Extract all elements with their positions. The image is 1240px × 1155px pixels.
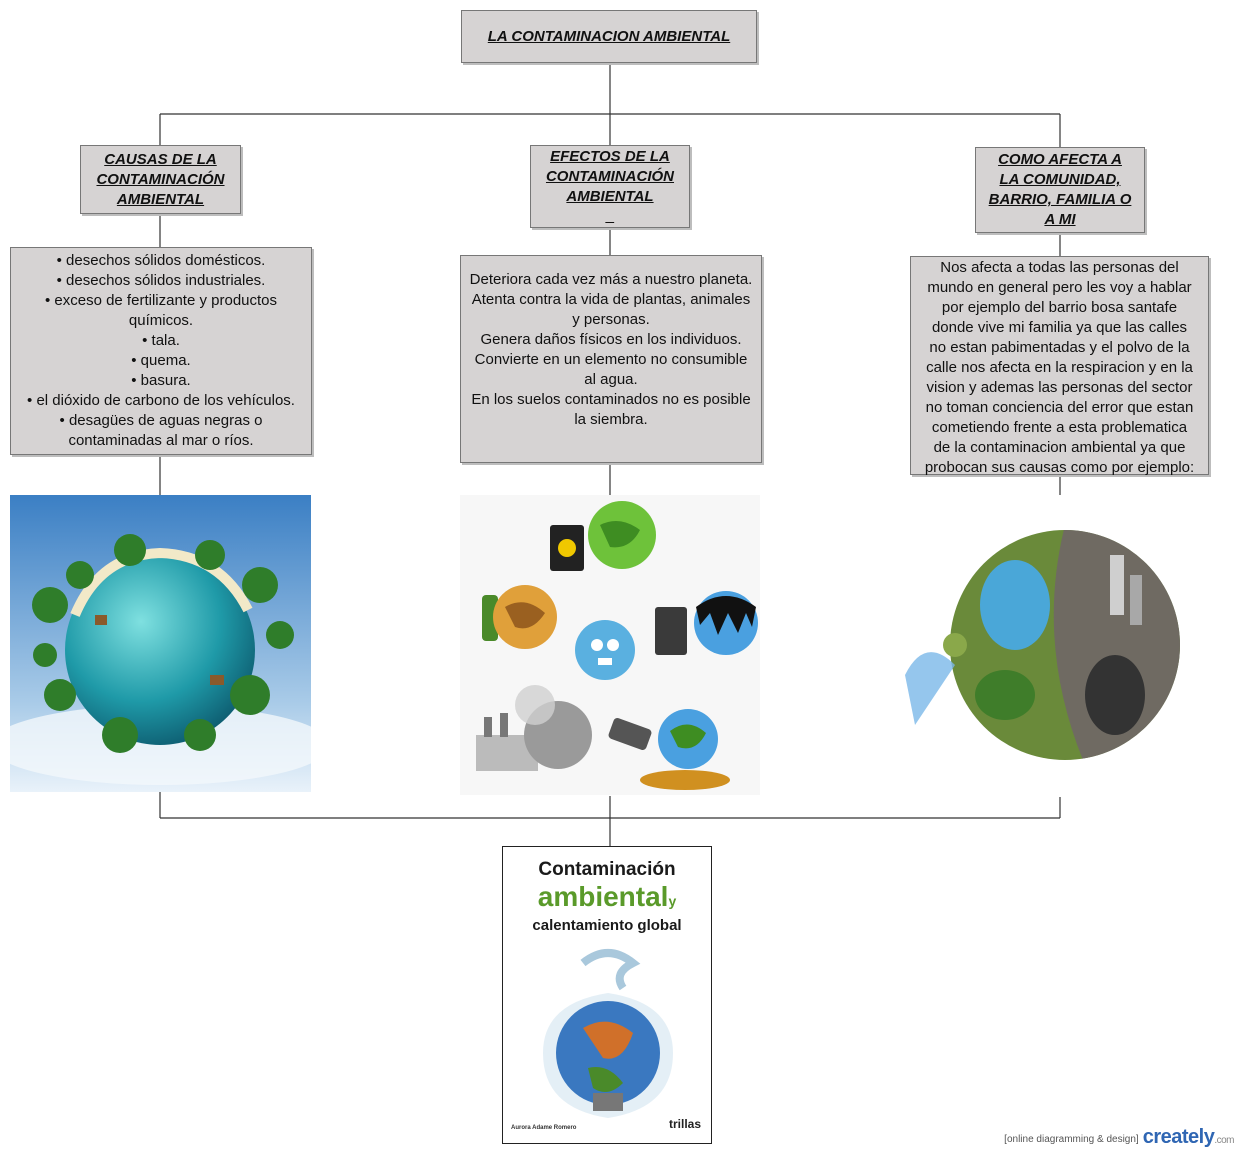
book-title-line3: calentamiento global — [532, 917, 682, 934]
community-body-box: Nos afecta a todas las personas del mund… — [910, 256, 1209, 476]
causes-heading-box: CAUSAS DE LA CONTAMINACIÓN AMBIENTAL — [80, 145, 241, 214]
community-heading: COMO AFECTA A LA COMUNIDAD, BARRIO, FAMI… — [988, 151, 1132, 228]
community-body: Nos afecta a todas las personas del mund… — [924, 259, 1195, 476]
main-title: LA CONTAMINACION AMBIENTAL — [487, 27, 731, 45]
tropical-globe-image — [10, 495, 311, 792]
book-author: Aurora Adame Romero — [511, 1125, 577, 1131]
community-heading-box: COMO AFECTA A LA COMUNIDAD, BARRIO, FAMI… — [975, 147, 1145, 233]
creately-logo: creately.com — [1142, 1126, 1235, 1149]
book-title-line2: ambiental — [537, 881, 669, 912]
causes-body: • desechos sólidos domésticos. • desecho… — [27, 252, 295, 449]
main-title-box: LA CONTAMINACION AMBIENTAL — [461, 10, 757, 63]
causes-body-box: • desechos sólidos domésticos. • desecho… — [10, 247, 312, 455]
creately-brand: creately — [1142, 1126, 1215, 1148]
effects-heading: EFECTOS DE LA CONTAMINACIÓN AMBIENTAL _ — [545, 147, 675, 225]
polluted-globes-image — [460, 495, 760, 795]
effects-body: Deteriora cada vez más a nuestro planeta… — [469, 271, 753, 428]
divided-earth-image — [895, 495, 1228, 797]
creately-footer[interactable]: [online diagramming & design] creately.c… — [1004, 1126, 1234, 1149]
book-publisher: trillas — [668, 1117, 701, 1131]
book-title-y: y — [668, 893, 677, 909]
melting-globe-icon — [543, 949, 673, 1118]
footer-tagline: [online diagramming & design] — [1004, 1134, 1139, 1145]
book-title-line1: Contaminación — [538, 859, 676, 880]
causes-heading: CAUSAS DE LA CONTAMINACIÓN AMBIENTAL — [96, 150, 225, 208]
effects-heading-box: EFECTOS DE LA CONTAMINACIÓN AMBIENTAL _ — [530, 145, 690, 228]
book-cover-image: Contaminación ambientaly calentamiento g… — [502, 846, 712, 1144]
creately-suffix: .com — [1214, 1135, 1234, 1146]
effects-body-box: Deteriora cada vez más a nuestro planeta… — [460, 255, 762, 463]
